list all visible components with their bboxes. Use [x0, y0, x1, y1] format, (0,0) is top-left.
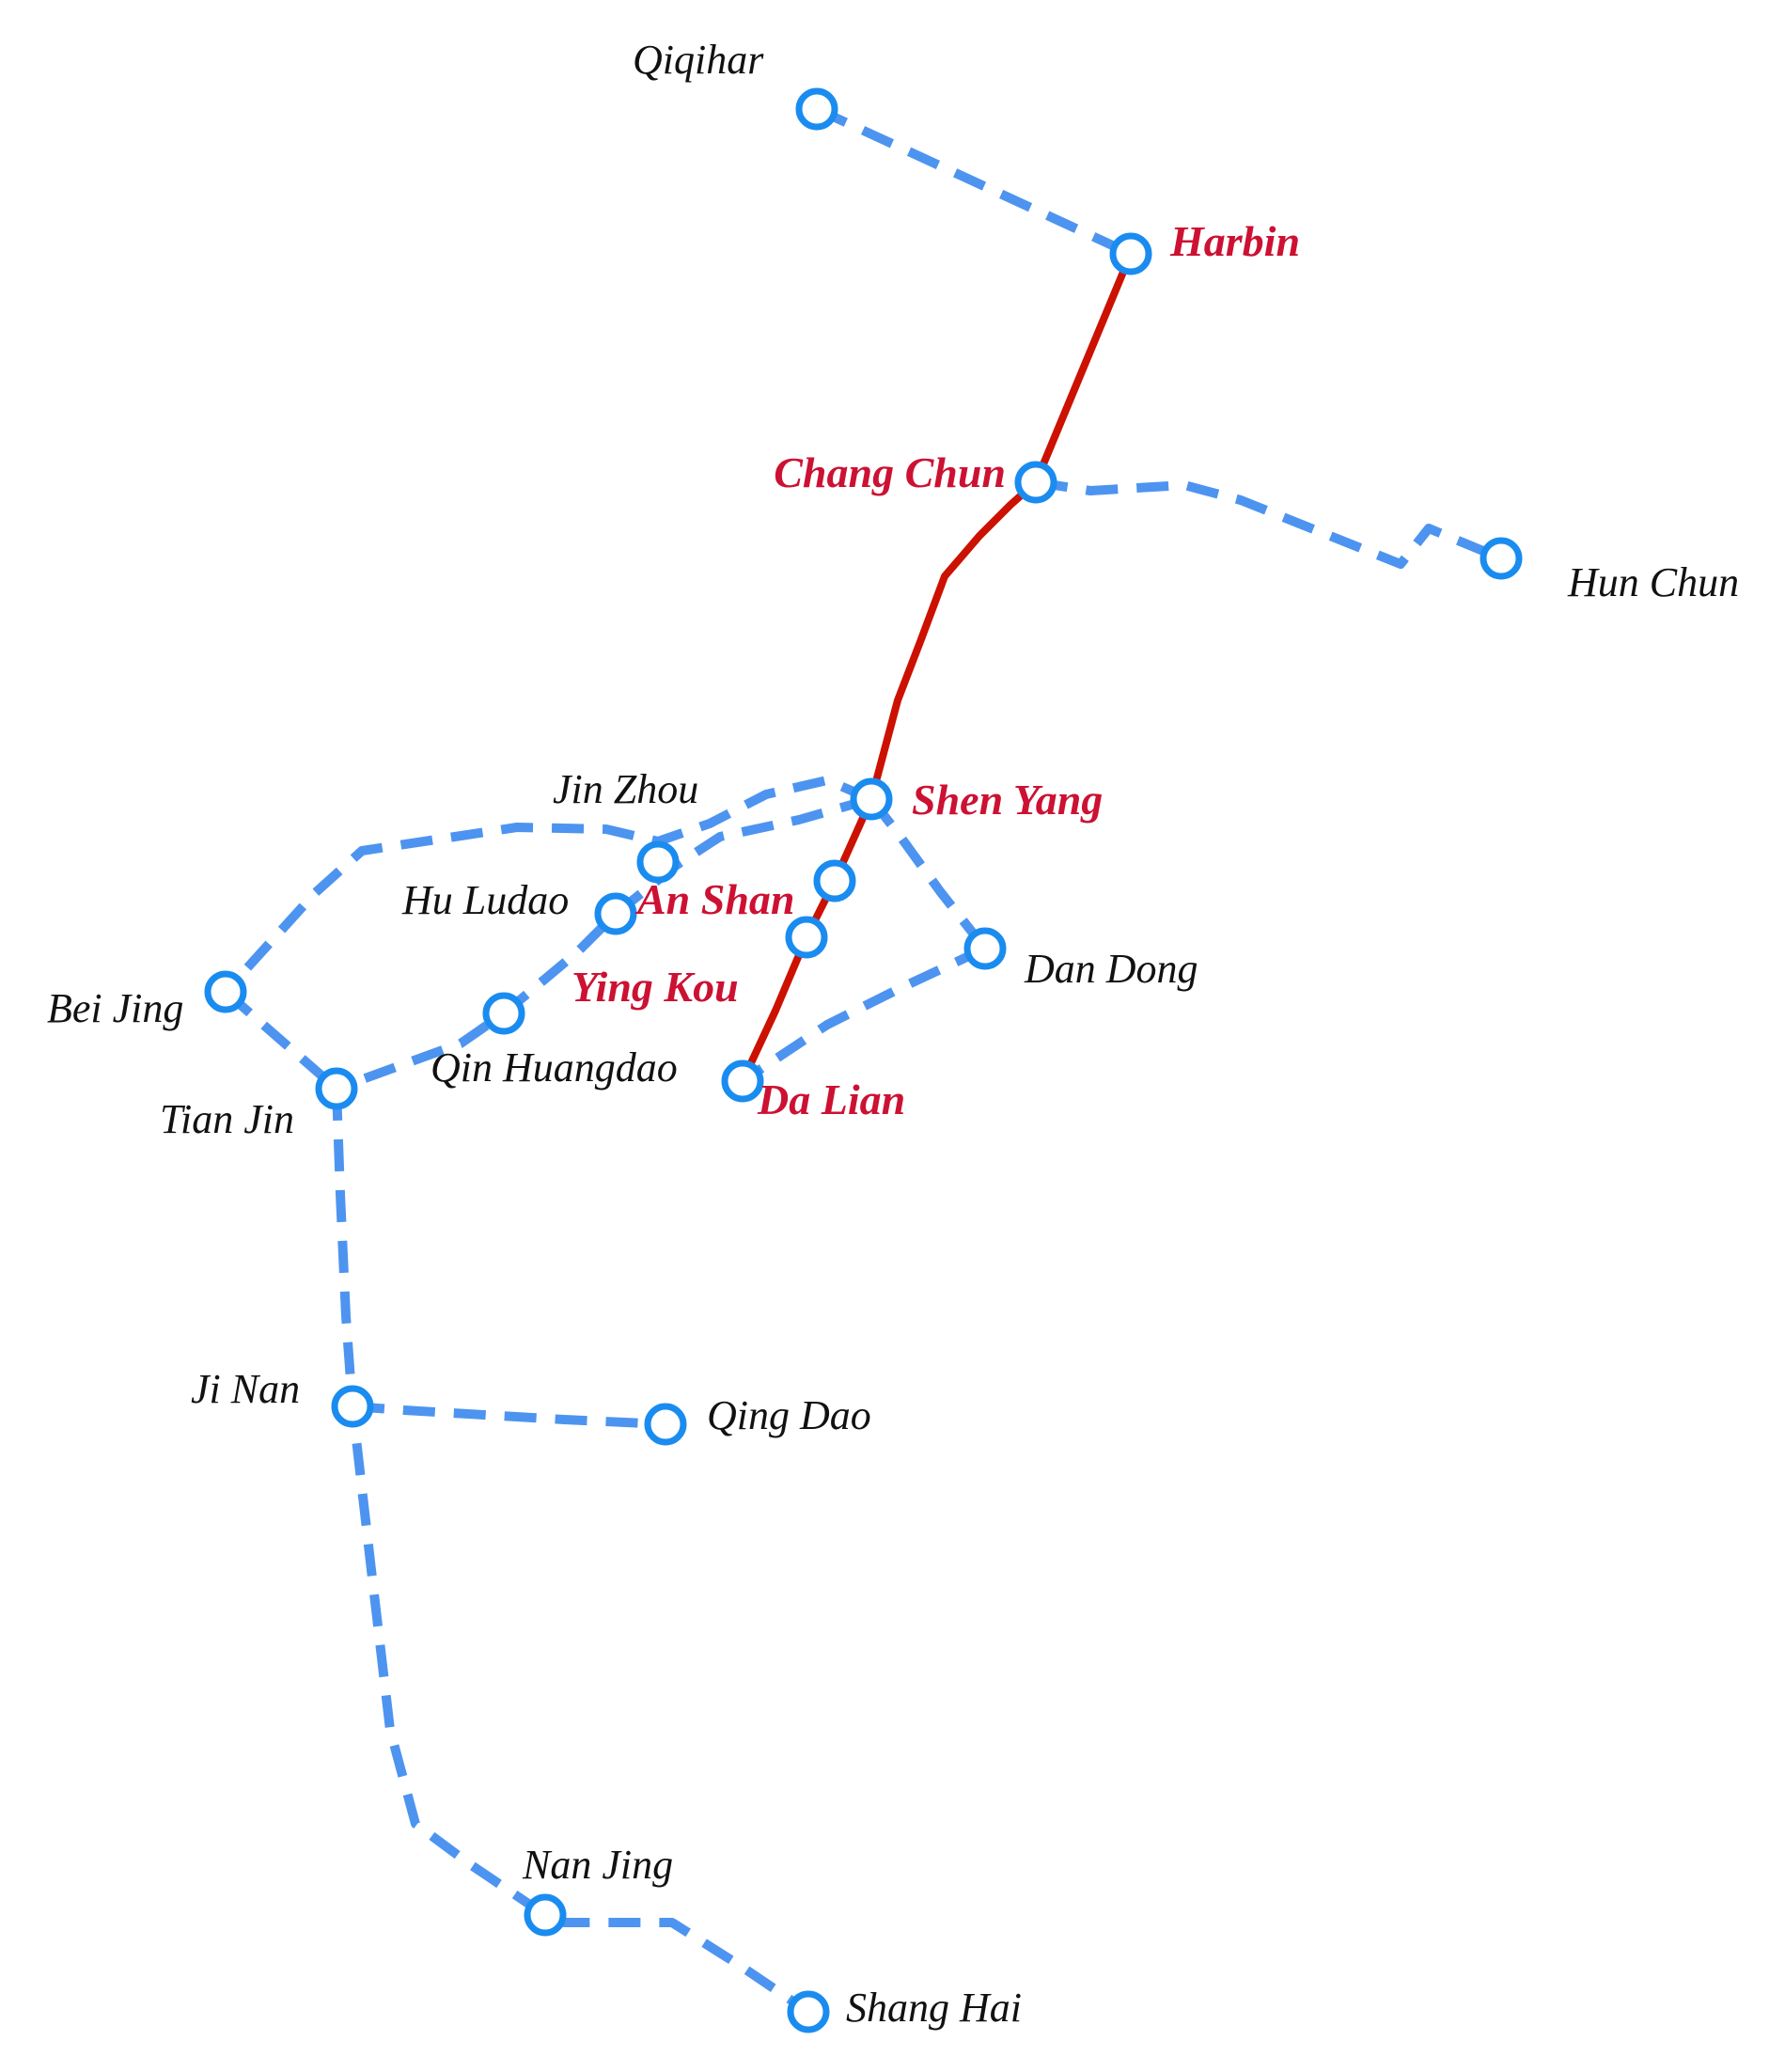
station-node-harbin: [1109, 232, 1152, 275]
station-label-an-shan: An Shan: [634, 875, 795, 923]
station-node-dan-dong: [963, 927, 1007, 970]
station-node-qiqihar: [795, 87, 838, 131]
station-node-qing-dao: [644, 1403, 687, 1446]
station-node-bei-jing: [204, 970, 247, 1013]
station-node-nan-jing: [524, 1893, 567, 1937]
station-node-chang-chun: [1014, 461, 1057, 504]
station-node-jin-zhou: [636, 840, 680, 884]
station-node-qin-huangdao: [482, 992, 525, 1035]
route-changchun-hunchun: [1035, 478, 1503, 569]
station-node-da-lian: [721, 1060, 764, 1103]
station-label-qin-huangdao: Qin Huangdao: [431, 1044, 678, 1091]
station-node-an-shan: [813, 859, 856, 903]
station-node-shang-hai: [787, 1990, 830, 2033]
station-label-chang-chun: Chang Chun: [774, 448, 1006, 496]
station-node-hu-ludao: [594, 892, 637, 935]
station-label-jin-zhou: Jin Zhou: [553, 766, 698, 812]
route-tianjin-shanghai: [332, 1088, 811, 2017]
route-dandong-dalian: [740, 944, 988, 1086]
route-shenyang-qinhuangdao: [335, 794, 873, 1093]
station-label-shen-yang: Shen Yang: [912, 776, 1103, 824]
station-label-ying-kou: Ying Kou: [572, 963, 739, 1011]
station-label-shang-hai: Shang Hai: [846, 1985, 1022, 2031]
station-label-bei-jing: Bei Jing: [47, 985, 183, 1031]
station-nodes: [204, 87, 1523, 2033]
station-node-ying-kou: [785, 916, 828, 959]
station-label-ji-nan: Ji Nan: [191, 1366, 300, 1412]
route-jinan-qingdao: [352, 1402, 666, 1429]
station-label-qiqihar: Qiqihar: [633, 37, 764, 83]
station-label-tian-jin: Tian Jin: [160, 1096, 294, 1142]
route-shenyang-beijing: [222, 776, 873, 996]
route-beijing-tianjin: [222, 988, 340, 1092]
station-label-dan-dong: Dan Dong: [1024, 946, 1198, 992]
station-node-ji-nan: [331, 1385, 374, 1428]
route-qiqihar-harbin: [814, 104, 1134, 259]
station-label-da-lian: Da Lian: [757, 1075, 905, 1123]
route-shenyang-dandong: [868, 795, 989, 952]
station-label-hu-ludao: Hu Ludao: [401, 877, 569, 923]
station-label-hun-chun: Hun Chun: [1567, 559, 1739, 605]
secondary-routes: [222, 104, 1503, 2017]
station-node-shen-yang: [850, 777, 893, 821]
station-label-qing-dao: Qing Dao: [707, 1392, 871, 1438]
station-node-tian-jin: [315, 1067, 358, 1110]
station-node-hun-chun: [1480, 537, 1523, 580]
station-label-harbin: Harbin: [1169, 217, 1300, 265]
station-label-nan-jing: Nan Jing: [522, 1842, 673, 1888]
